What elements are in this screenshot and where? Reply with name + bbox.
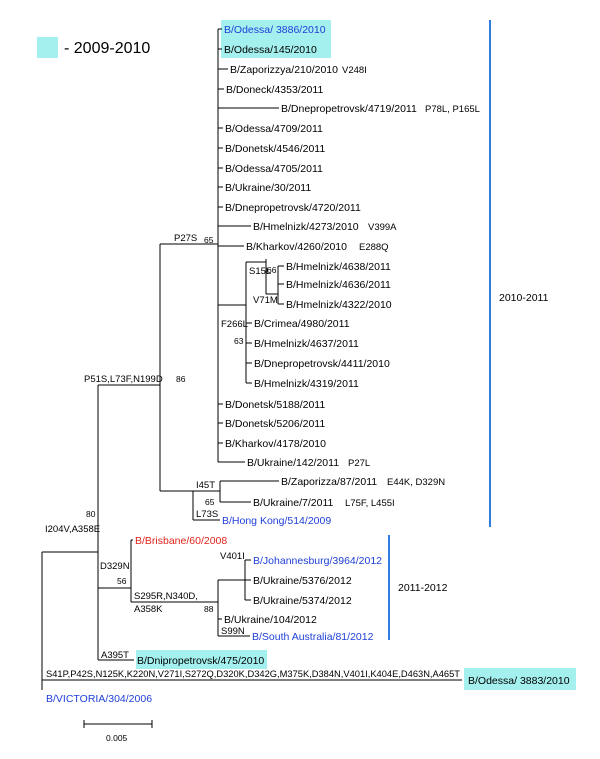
leaf-mutation-label: P78L, P165L [425,104,480,115]
branch-mutation-label: A395T [101,650,129,661]
bootstrap-value: 63 [234,336,244,346]
taxon-label: B/Donetsk/5206/2011 [225,418,325,430]
taxon-label: B/Dnipropetrovsk/475/2010 [137,655,264,667]
leaf-mutation-label: L75F, L455I [345,498,395,509]
taxon-label: B/Dnepropetrovsk/4720/2011 [225,202,361,214]
branch-mutation-label: I204V,A358E [45,524,100,535]
taxon-label: B/Odessa/ 3886/2010 [224,24,326,36]
taxon-label: B/Ukraine/5374/2012 [253,595,352,607]
branch-mutation-label: D329N [100,561,130,572]
taxon-label: B/Donetsk/5188/2011 [225,399,325,411]
scale-bar [83,720,153,728]
branch-mutation-label: P51S,L73F,N199D [84,374,163,385]
taxon-label: B/Odessa/4709/2011 [225,123,323,135]
scale-bar-label: 0.005 [106,733,128,743]
legend-label: - 2009-2010 [64,40,150,57]
branch-mutation-label: I45T [196,480,215,491]
legend-swatch [37,37,58,58]
taxon-label: B/Kharkov/4178/2010 [225,438,326,450]
taxon-label: B/Hmelnizk/4273/2010 [253,221,359,233]
branch-mutations: P27S S15L V71M F266L P51S,L73F,N199D I45… [45,233,460,680]
bootstrap-value: 56 [117,576,127,586]
taxon-label: B/Dnepropetrovsk/4411/2010 [254,358,390,370]
taxon-label: B/Ukraine/7/2011 [253,497,334,509]
tree-branches [41,28,462,690]
leaf-mutation-label: P27L [348,458,370,469]
taxon-label: B/VICTORIA/304/2006 [46,693,152,705]
bootstrap-value: 86 [176,374,186,384]
taxon-label: B/Zaporizza/87/2011 [281,476,377,488]
highlight-odessa-3886 [221,20,331,40]
taxon-label: B/Odessa/145/2010 [224,44,317,56]
bootstrap-value: 65 [205,497,215,507]
taxon-label: B/Hmelnizk/4638/2011 [286,261,391,273]
taxon-label: B/South Australia/81/2012 [252,631,374,643]
leaf-mutation-label: E44K, D329N [387,477,445,488]
highlight-odessa-145 [221,40,331,58]
leaf-mutation-label: E288Q [359,242,389,253]
taxon-label: B/Johannesburg/3964/2012 [253,555,382,567]
taxon-label: B/Ukraine/104/2012 [224,614,317,626]
highlight-boxes [37,20,576,690]
taxon-label: B/Zaporizzya/210/2010 [230,64,338,76]
branch-mutation-label: P27S [174,233,197,244]
taxon-label: B/Ukraine/5376/2012 [253,575,352,587]
taxon-label: B/Ukraine/30/2011 [225,182,311,194]
taxon-label: B/Hmelnizk/4637/2011 [254,338,359,350]
branch-mutation-label: L73S [196,509,218,520]
taxon-label: B/Ukraine/142/2011 [247,457,339,469]
leaf-mutation-label: V248I [342,65,367,76]
taxon-label: B/Odessa/4705/2011 [225,163,323,175]
highlight-dnipro-475 [136,650,267,669]
branch-mutation-label: A358K [134,604,163,615]
taxon-label: B/Brisbane/60/2008 [135,535,227,547]
group-label-2011-2012: 2011-2012 [398,582,448,594]
bootstrap-value: 65 [204,235,214,245]
bootstrap-value: 88 [204,604,214,614]
branch-mutation-label: S295R,N340D, [134,591,198,602]
branch-mutation-label: V71M [253,295,278,306]
taxon-labels: B/Odessa/ 3886/2010 B/Odessa/145/2010 B/… [46,24,570,705]
group-label-2010-2011: 2010-2011 [499,292,549,304]
leaf-mutation-label: V399A [368,222,397,233]
branch-mutation-label: V401I [220,551,245,562]
bootstrap-value: 80 [86,509,96,519]
branch-mutation-label: S41P,P42S,N125K,K220N,V271I,S272Q,D320K,… [46,669,460,680]
taxon-label: B/Hong Kong/514/2009 [222,515,331,527]
branch-mutation-label: S99N [221,626,245,637]
taxon-label: B/Hmelnizk/4319/2011 [254,378,359,390]
taxon-label: B/Kharkov/4260/2010 [246,241,347,253]
branch-mutation-label: S15L [249,266,271,277]
taxon-label: B/Donetsk/4546/2011 [225,143,325,155]
taxon-label: B/Hmelnizk/4322/2010 [286,299,392,311]
taxon-label: B/Dnepropetrovsk/4719/2011 [281,103,417,115]
taxon-label: B/Odessa/ 3883/2010 [468,675,570,687]
bootstrap-value: 66 [267,265,277,275]
taxon-label: B/Doneck/4353/2011 [226,84,323,96]
branch-mutation-label: F266L [221,319,248,330]
leaf-mutations: V248I P78L, P165L V399A E288Q P27L E44K,… [342,65,480,509]
taxon-label: B/Hmelnizk/4636/2011 [286,279,391,291]
bootstrap-values: 65 66 63 86 65 80 56 88 [86,235,277,614]
highlight-odessa-3883 [464,668,576,690]
taxon-label: B/Crimea/4980/2011 [254,318,350,330]
